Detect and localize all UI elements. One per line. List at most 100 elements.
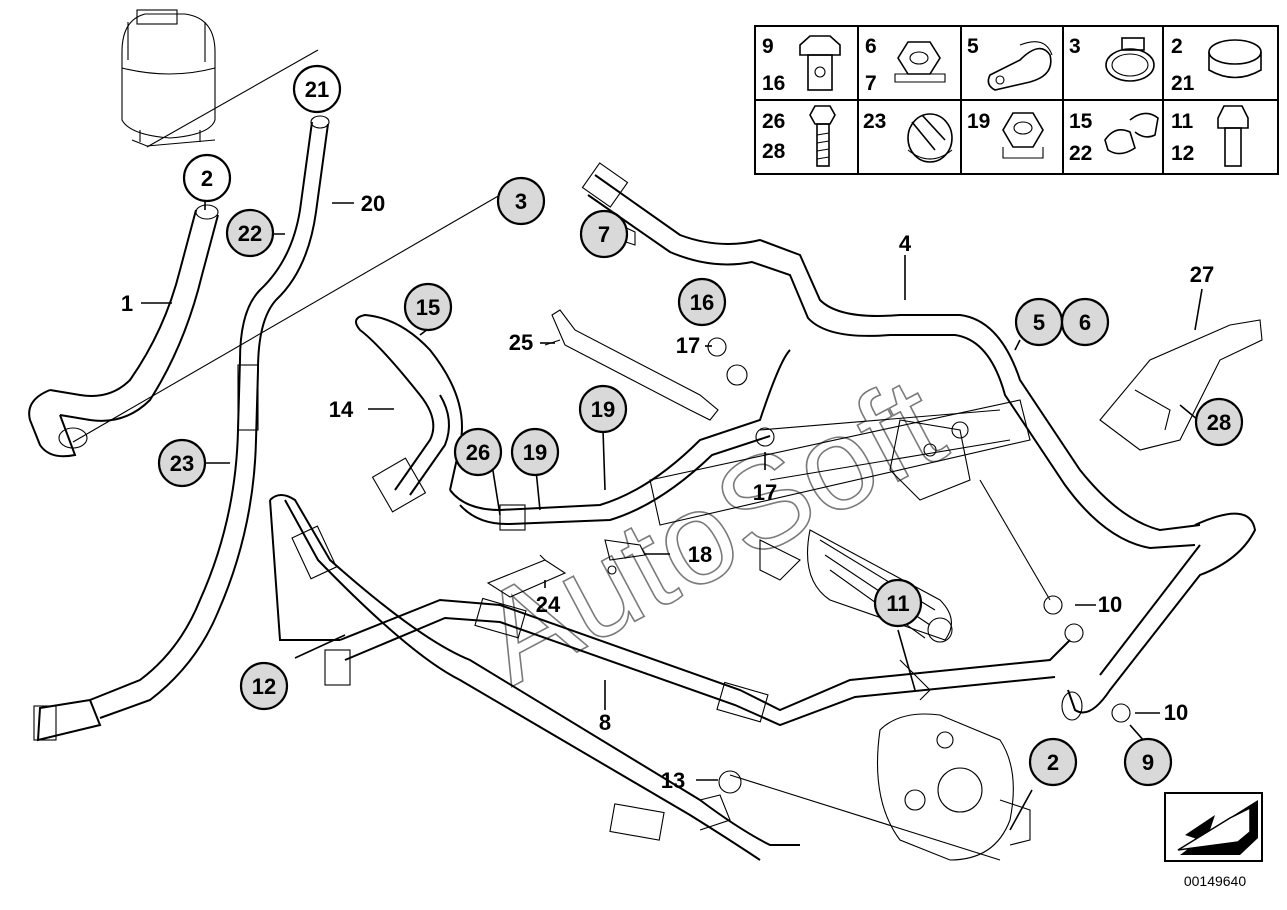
legend-cell-3[interactable]: 3 (1069, 35, 1155, 82)
svg-text:5: 5 (1033, 310, 1045, 335)
heat-shield-27-illustration (1099, 319, 1263, 451)
svg-text:16: 16 (690, 290, 714, 315)
label-17-lower[interactable]: 17 (753, 480, 777, 505)
callout-26[interactable]: 26 (453, 427, 503, 477)
svg-text:5: 5 (967, 35, 979, 58)
callout-28[interactable]: 28 (1194, 397, 1244, 447)
callout-23[interactable]: 23 (157, 438, 207, 488)
legend-cell-2-21[interactable]: 2 21 (1171, 35, 1262, 95)
svg-text:28: 28 (1207, 410, 1231, 435)
legend-cell-5[interactable]: 5 (967, 35, 1053, 91)
arrow-icon (1177, 800, 1258, 855)
callout-2-reservoir[interactable]: 2 (182, 153, 232, 203)
svg-text:22: 22 (1069, 142, 1092, 165)
legend-cell-15-22[interactable]: 15 22 (1069, 110, 1159, 165)
double-holder-clip-icon (1104, 112, 1159, 155)
plate-24-illustration (486, 554, 567, 598)
legend-cell-23[interactable]: 23 (863, 110, 953, 163)
svg-text:15: 15 (1069, 110, 1093, 133)
label-14[interactable]: 14 (329, 397, 354, 422)
pump-illustration (729, 713, 1031, 861)
label-1[interactable]: 1 (121, 291, 133, 316)
svg-text:21: 21 (305, 77, 329, 102)
svg-text:12: 12 (1171, 142, 1194, 165)
svg-text:3: 3 (515, 189, 527, 214)
orientation-arrow-box (1164, 792, 1263, 862)
svg-text:9: 9 (1142, 750, 1154, 775)
legend-cell-19[interactable]: 19 (967, 110, 1044, 159)
legend-cell-26-28[interactable]: 26 28 (762, 105, 836, 167)
label-13[interactable]: 13 (661, 768, 685, 793)
bracket-18-illustration (604, 539, 646, 575)
svg-text:2: 2 (201, 166, 213, 191)
callout-3[interactable]: 3 (496, 176, 546, 226)
seal-rings-illustration (707, 337, 1131, 794)
document-number: 00149640 (1184, 873, 1247, 889)
label-8[interactable]: 8 (599, 710, 611, 735)
legend-cell-9-16[interactable]: 9 16 (762, 35, 841, 95)
svg-text:16: 16 (762, 72, 785, 95)
callout-2-pump[interactable]: 2 (1028, 737, 1078, 787)
svg-text:15: 15 (416, 295, 440, 320)
svg-text:26: 26 (762, 110, 785, 133)
hose-1-illustration (28, 194, 501, 458)
callout-7[interactable]: 7 (579, 209, 629, 259)
svg-text:19: 19 (523, 440, 547, 465)
svg-text:6: 6 (1079, 310, 1091, 335)
label-25[interactable]: 25 (509, 330, 533, 355)
label-27[interactable]: 27 (1190, 262, 1214, 287)
steering-gear-illustration (649, 399, 1051, 701)
reservoir-guide-line (146, 49, 319, 148)
legend-cell-11-12[interactable]: 11 12 (1171, 105, 1249, 167)
callout-5[interactable]: 5 (1014, 297, 1064, 347)
label-10-upper[interactable]: 10 (1098, 592, 1122, 617)
hose-clip-icon (987, 41, 1053, 91)
hose-4-illustration (581, 162, 1257, 721)
svg-text:12: 12 (252, 674, 276, 699)
hex-collar-nut-icon (894, 41, 946, 83)
callout-15[interactable]: 15 (403, 282, 453, 332)
svg-text:21: 21 (1171, 72, 1195, 95)
svg-text:7: 7 (598, 222, 610, 247)
svg-text:2: 2 (1047, 750, 1059, 775)
self-locking-nut-icon (1002, 112, 1044, 159)
label-18[interactable]: 18 (688, 542, 712, 567)
pressure-line-8-illustration (269, 494, 1071, 861)
callout-19-lower[interactable]: 19 (510, 427, 560, 477)
svg-text:11: 11 (886, 591, 909, 616)
hex-head-screw-icon (1217, 105, 1249, 167)
svg-text:11: 11 (1171, 110, 1194, 133)
fastener-legend: 9 16 6 7 5 3 (754, 25, 1279, 175)
svg-text:23: 23 (170, 451, 194, 476)
label-4[interactable]: 4 (899, 231, 912, 256)
callout-12[interactable]: 12 (239, 661, 289, 711)
label-20[interactable]: 20 (361, 191, 385, 216)
hose-20-illustration (33, 115, 330, 742)
svg-text:19: 19 (591, 397, 615, 422)
label-10-lower[interactable]: 10 (1164, 700, 1188, 725)
legend-cell-6-7[interactable]: 6 7 (865, 35, 946, 95)
callout-11[interactable]: 11 (873, 578, 923, 628)
hose-14-illustration (355, 313, 791, 531)
svg-text:22: 22 (238, 221, 262, 246)
label-17-upper[interactable]: 17 (676, 333, 700, 358)
callout-22[interactable]: 22 (225, 208, 275, 258)
svg-text:28: 28 (762, 140, 786, 163)
callout-19-upper[interactable]: 19 (578, 384, 628, 434)
callout-9[interactable]: 9 (1123, 737, 1173, 787)
svg-text:26: 26 (466, 440, 490, 465)
svg-text:23: 23 (863, 110, 886, 133)
spring-clamp-icon (1208, 39, 1262, 79)
label-24[interactable]: 24 (536, 592, 561, 617)
svg-text:9: 9 (762, 35, 774, 58)
bracket-25-illustration (544, 309, 719, 421)
callout-16[interactable]: 16 (677, 277, 727, 327)
svg-text:7: 7 (865, 72, 877, 95)
callout-6[interactable]: 6 (1060, 297, 1110, 347)
svg-text:6: 6 (865, 35, 877, 58)
callout-21[interactable]: 21 (292, 64, 342, 114)
hex-bolt-icon (809, 105, 836, 167)
reservoir-illustration (121, 9, 216, 147)
svg-text:19: 19 (967, 110, 990, 133)
